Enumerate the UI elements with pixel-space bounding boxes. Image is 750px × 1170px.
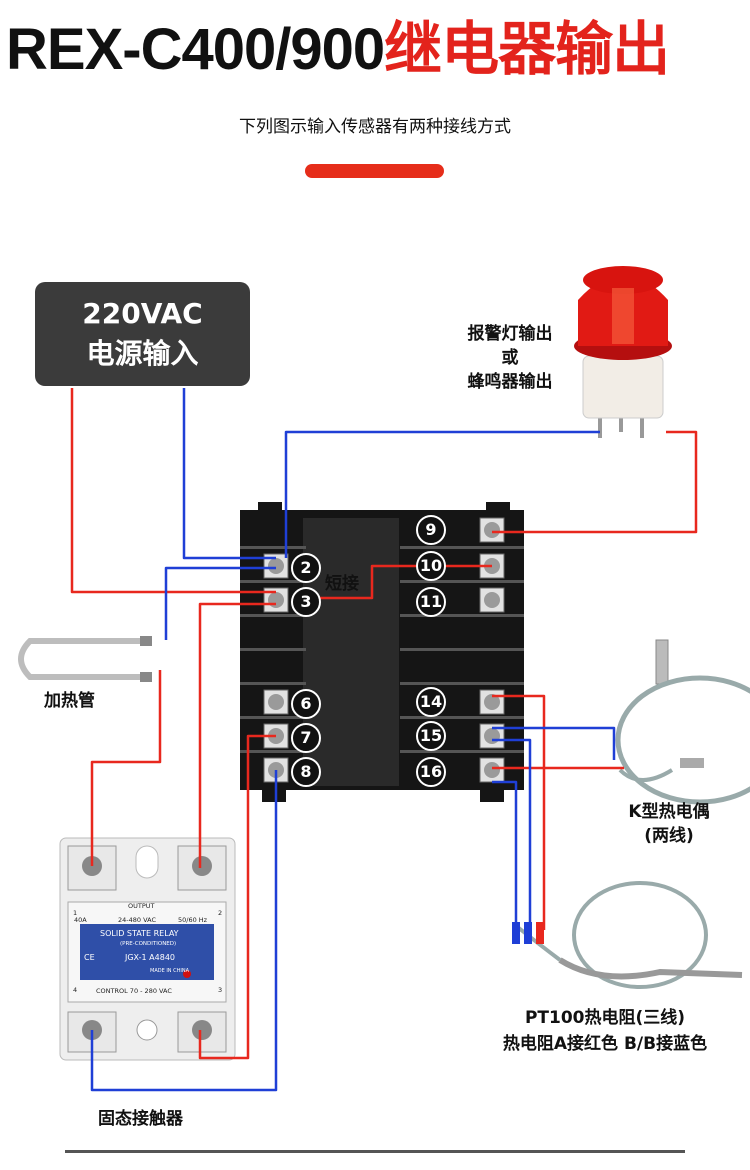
terminal-6: 6: [291, 689, 321, 719]
terminal-3: 3: [291, 587, 321, 617]
terminal-9: 9: [416, 515, 446, 545]
terminal-16: 16: [416, 757, 446, 787]
pt100-label: PT100热电阻(三线) 热电阻A接红色 B/B接蓝色: [470, 1005, 740, 1057]
solid-state-relay: 1 2 OUTPUT 40A 24-480 VAC 50/60 Hz 4 3 C…: [59, 837, 236, 1061]
pt100-label-line2: 热电阻A接红色 B/B接蓝色: [502, 1034, 708, 1054]
ssr-made: MADE IN CHINA: [150, 968, 190, 974]
title-accent-bar: [305, 164, 444, 178]
wires: [70, 388, 698, 1092]
bottom-divider: [65, 1150, 685, 1153]
pt100-label-line1: PT100热电阻(三线): [524, 1008, 686, 1028]
ssr-label: 固态接触器: [98, 1109, 183, 1129]
ssr-rating-v: 24-480 VAC: [118, 916, 156, 924]
heater-tube-icon: [18, 636, 152, 682]
heater-label: 加热管: [44, 691, 95, 711]
terminal-11: 11: [416, 587, 446, 617]
page-subtitle: 下列图示输入传感器有两种接线方式: [239, 117, 511, 137]
ssr-control: CONTROL 70 - 280 VAC: [96, 987, 172, 995]
thermocouple-label: K型热电偶 (两线): [614, 800, 724, 848]
ssr-term3: 3: [218, 986, 222, 994]
power-caption: 电源输入: [86, 337, 199, 370]
alarm-label: 报警灯输出 或 蜂鸣器输出: [455, 322, 565, 394]
alarm-label-line3: 蜂鸣器输出: [467, 372, 553, 392]
terminal-14: 14: [416, 687, 446, 717]
controller-unit: [240, 502, 524, 802]
ssr-model: JGX-1 A4840: [124, 953, 175, 962]
ssr-output: OUTPUT: [128, 902, 155, 910]
page-title: REX-C400/900继电器输出: [6, 15, 670, 83]
ssr-term4: 4: [73, 986, 77, 994]
terminal-10: 10: [416, 551, 446, 581]
terminal-8: 8: [291, 757, 321, 787]
short-label: 短接: [325, 574, 359, 594]
ssr-note: (PRE-CONDITIONED): [120, 941, 176, 947]
ssr-ce: CE: [84, 953, 95, 962]
thermocouple-icon: [615, 639, 750, 805]
terminal-15: 15: [416, 721, 446, 751]
alarm-label-line2: 或: [501, 348, 519, 368]
ssr-name: SOLID STATE RELAY: [100, 929, 179, 938]
pt100-sensor-icon: [512, 881, 743, 989]
terminal-2: 2: [291, 553, 321, 583]
ssr-rating-hz: 50/60 Hz: [178, 916, 208, 924]
alarm-label-line1: 报警灯输出: [467, 324, 553, 344]
power-input-box: 220VAC 电源输入: [35, 282, 250, 386]
alarm-lamp-icon: [574, 266, 672, 438]
power-voltage: 220VAC: [82, 297, 203, 330]
ssr-term2: 2: [218, 909, 222, 917]
thermocouple-label-line1: K型热电偶: [628, 802, 710, 822]
thermocouple-label-line2: (两线): [644, 826, 694, 846]
ssr-term1: 1: [73, 909, 77, 917]
ssr-rating-a: 40A: [74, 916, 87, 924]
terminal-7: 7: [291, 723, 321, 753]
